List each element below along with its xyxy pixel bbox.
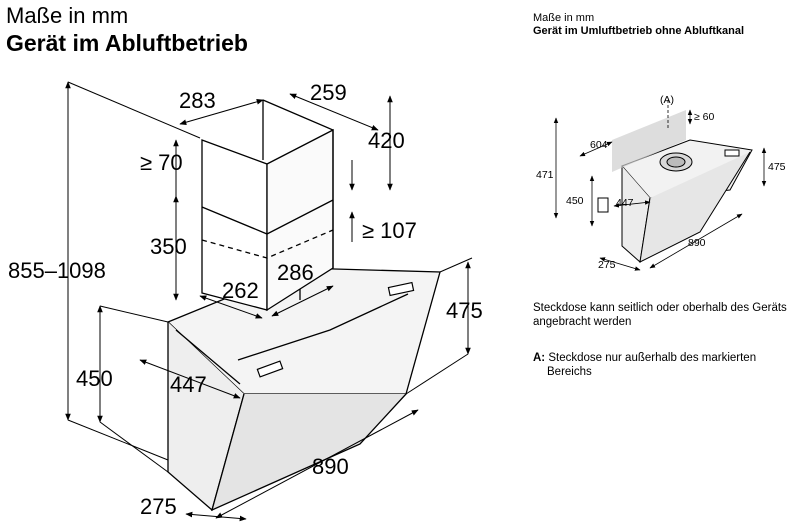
note-a-label: A: xyxy=(533,352,546,364)
hood-clips xyxy=(256,281,415,378)
small-dim-890: 890 xyxy=(688,237,706,249)
main-subtitle: Gerät im Abluftbetrieb xyxy=(6,30,248,56)
dim-chimney-lower-height: 350 xyxy=(150,234,187,259)
dim-side-depth: 447 xyxy=(170,372,207,397)
dim-min-gap-107: ≥ 107 xyxy=(362,218,417,243)
note-a-text-1: Steckdose nur außerhalb des markierten xyxy=(548,352,757,364)
dim-chimney-depth: 283 xyxy=(179,88,216,113)
dim-width: 890 xyxy=(312,454,349,479)
dim-chimney-upper-height: 420 xyxy=(368,128,405,153)
main-dim-lines xyxy=(65,81,473,522)
chimney xyxy=(201,99,334,312)
dim-total-height: 855–1098 xyxy=(8,258,106,283)
small-subtitle: Gerät im Umluftbetrieb ohne Abluftkanal xyxy=(533,25,745,37)
small-dim-475: 475 xyxy=(768,161,786,173)
note-a-text-2: Bereichs xyxy=(547,366,592,378)
small-hood xyxy=(597,139,753,263)
note-a: A: Steckdose nur außerhalb des markierte… xyxy=(533,351,793,379)
small-title: Maße in mm xyxy=(533,12,595,24)
small-dim-447: 447 xyxy=(616,197,634,209)
small-dim-471: 471 xyxy=(536,169,554,181)
small-marker-a: (A) xyxy=(660,94,674,106)
dim-inner-width: 286 xyxy=(277,260,314,285)
dim-side-height: 450 xyxy=(76,366,113,391)
socket-note: Steckdose kann seitlich oder oberhalb de… xyxy=(533,302,787,328)
main-title: Maße in mm xyxy=(6,3,129,28)
dim-hood-height: 475 xyxy=(446,298,483,323)
small-dim-zone-width: 604 xyxy=(590,139,608,151)
small-dim-lines xyxy=(553,100,767,271)
small-dim-min-socket: ≥ 60 xyxy=(694,111,715,123)
dim-inner-depth: 262 xyxy=(222,278,259,303)
dim-bottom-depth: 275 xyxy=(140,494,177,519)
small-socket-zone xyxy=(612,110,686,172)
dim-min-top-gap: ≥ 70 xyxy=(140,150,183,175)
small-dim-450: 450 xyxy=(566,195,584,207)
dim-chimney-width: 259 xyxy=(310,80,347,105)
hood-body xyxy=(166,267,441,512)
small-dim-275: 275 xyxy=(598,259,616,271)
